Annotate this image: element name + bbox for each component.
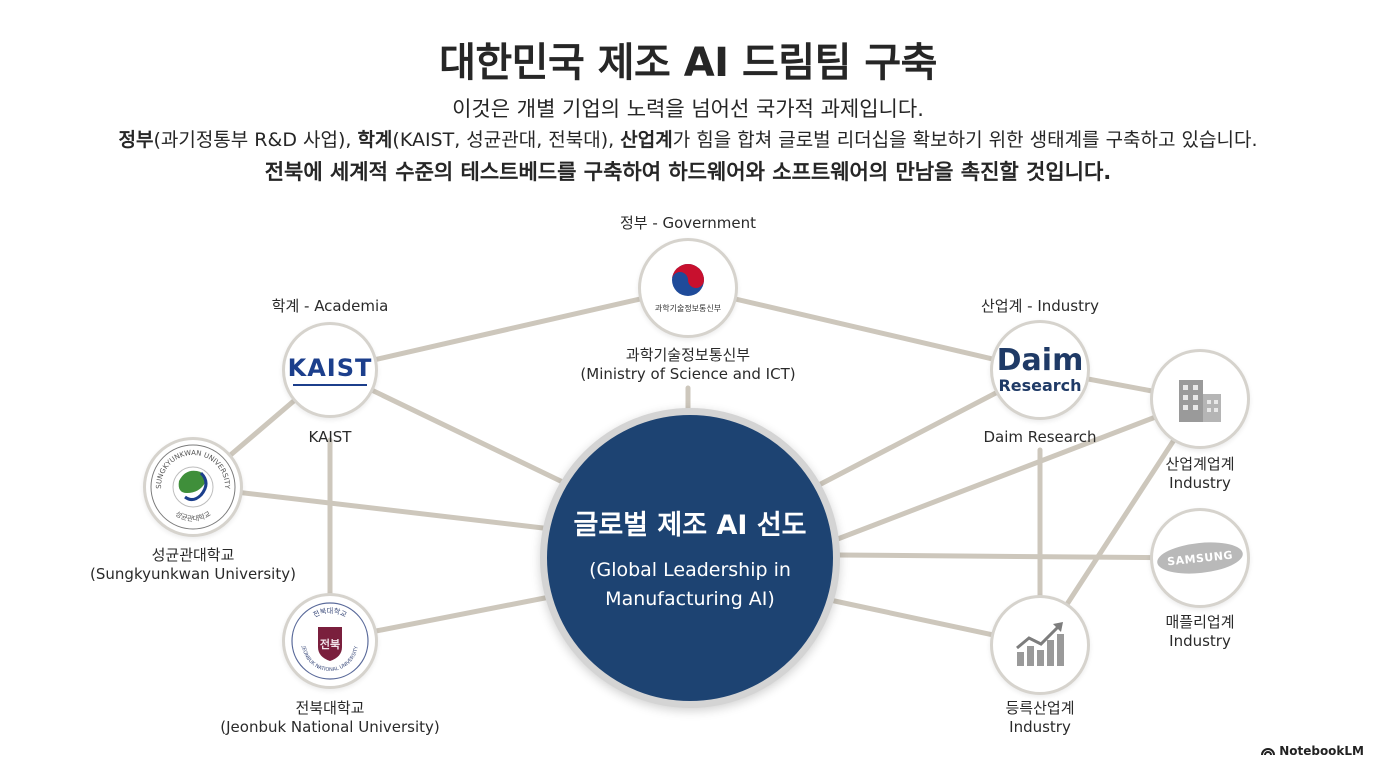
subtitle-line-2: 정부(과기정통부 R&D 사업), 학계(KAIST, 성균관대, 전북대), … xyxy=(0,125,1376,152)
msit-node[interactable]: 과학기술정보통신부 xyxy=(638,238,738,338)
center-label-en-2: Manufacturing AI) xyxy=(605,587,775,610)
category-government: 정부 - Government xyxy=(619,214,757,232)
kaist-logo-text: KAIST xyxy=(287,354,373,382)
msit-logo-text: 과학기술정보통신부 xyxy=(654,304,722,313)
subtitle-bold-academia: 학계 xyxy=(357,129,393,151)
taegeuk-icon xyxy=(672,264,704,296)
center-label-ko: 글로벌 제조 AI 선도 xyxy=(573,509,807,541)
subtitle-bold-government: 정부 xyxy=(118,129,154,151)
kaist-logo: KAIST xyxy=(288,354,373,386)
msit-label: 과학기술정보통신부 (Ministry of Science and ICT) xyxy=(580,346,795,384)
link-samsung-center xyxy=(835,552,1203,561)
samsung-node[interactable]: SAMSUNG xyxy=(1150,508,1250,608)
jbnu-logo: 전북대학교 JEONBUK NATIONAL UNIVERSITY 전북 xyxy=(291,602,369,680)
center-label-en-1: (Global Leadership in xyxy=(589,558,791,581)
jbnu-node[interactable]: 전북대학교 JEONBUK NATIONAL UNIVERSITY 전북 xyxy=(282,593,378,689)
link-industry1-center xyxy=(832,397,1203,543)
skku-leaf-icon xyxy=(178,470,206,493)
subtitle-bold-industry: 산업계 xyxy=(620,129,673,151)
subtitle-text-3: 가 힘을 합쳐 글로벌 리더십을 확보하기 위한 생태계를 구축하고 있습니다. xyxy=(672,129,1258,151)
daim-logo-text-1: Daim xyxy=(996,343,1084,378)
jbnu-label-ko: 전북대학교 xyxy=(295,699,365,717)
skku-label-ko: 성균관대학교 xyxy=(151,546,235,564)
link-kaist-center xyxy=(327,367,603,503)
link-msit-daim xyxy=(685,285,1043,373)
samsung-label-en: Industry xyxy=(1169,632,1231,650)
kaist-logo-bar xyxy=(292,384,367,386)
subtitle-line-3: 전북에 세계적 수준의 테스트베드를 구축하여 하드웨어와 소프트웨어의 만남을… xyxy=(264,160,1112,184)
msit-label-en: (Ministry of Science and ICT) xyxy=(580,365,796,383)
industry1-label-ko: 산업계업계 xyxy=(1165,455,1235,473)
daim-label: Daim Research xyxy=(983,428,1097,446)
category-industry: 산업계 - Industry xyxy=(980,297,1100,315)
skku-logo: SUNGKYUNKWAN UNIVERSITY 성균관대학교 xyxy=(150,444,236,530)
industry1-label: 산업계업계 Industry xyxy=(1165,455,1234,493)
daim-node[interactable]: Daim Research xyxy=(990,320,1090,420)
link-skku-center xyxy=(190,484,563,533)
samsung-logo: SAMSUNG xyxy=(1155,538,1245,578)
industry3-label-en: Industry xyxy=(1009,718,1071,736)
notebooklm-icon xyxy=(1261,748,1276,756)
kaist-node[interactable]: KAIST xyxy=(282,322,378,418)
notebooklm-text: NotebookLM xyxy=(1279,744,1364,758)
jbnu-label-en: (Jeonbuk National University) xyxy=(220,718,440,736)
growth-chart-icon xyxy=(1016,622,1064,666)
samsung-label: 매플리업계 Industry xyxy=(1165,613,1234,651)
skku-logo-text-bottom: 성균관대학교 xyxy=(174,509,213,523)
skku-node[interactable]: SUNGKYUNKWAN UNIVERSITY 성균관대학교 xyxy=(143,437,243,537)
subtitle-line-1: 이것은 개별 기업의 노력을 넘어선 국가적 과제입니다. xyxy=(452,97,924,121)
industry1-label-en: Industry xyxy=(1169,474,1231,492)
msit-logo: 과학기술정보통신부 xyxy=(655,262,721,314)
jbnu-logo-text-top: 전북대학교 xyxy=(312,606,349,619)
industry3-label-ko: 등륵산업계 xyxy=(1005,699,1075,717)
daim-logo: Daim Research xyxy=(997,346,1084,394)
msit-label-ko: 과학기술정보통신부 xyxy=(625,346,751,364)
subtitle-text-2: (KAIST, 성균관대, 전북대), xyxy=(392,129,621,151)
subtitle-text-1: (과기정통부 R&D 사업), xyxy=(153,129,358,151)
daim-logo-text-2: Research xyxy=(998,376,1082,395)
industry3-label: 등륵산업계 Industry xyxy=(1005,699,1074,737)
page-title: 대한민국 제조 AI 드림팀 구축 xyxy=(439,40,937,86)
category-academia: 학계 - Academia xyxy=(271,297,389,315)
industry1-node[interactable] xyxy=(1150,349,1250,449)
jbnu-label: 전북대학교 (Jeonbuk National University) xyxy=(220,699,439,737)
building-icon xyxy=(1179,380,1221,422)
jbnu-shield-text: 전북 xyxy=(320,637,340,651)
jbnu-shield-icon xyxy=(318,627,342,661)
skku-label: 성균관대학교 (Sungkyunkwan University) xyxy=(90,546,296,584)
kaist-label: KAIST xyxy=(308,428,352,446)
samsung-label-ko: 매플리업계 xyxy=(1165,613,1235,631)
skku-label-en: (Sungkyunkwan University) xyxy=(90,565,296,583)
notebooklm-brand: NotebookLM xyxy=(1261,744,1364,758)
industry3-node[interactable] xyxy=(990,595,1090,695)
link-msit-kaist xyxy=(327,285,691,373)
center-hub[interactable]: 글로벌 제조 AI 선도 (Global Leadership in Manuf… xyxy=(540,408,840,708)
